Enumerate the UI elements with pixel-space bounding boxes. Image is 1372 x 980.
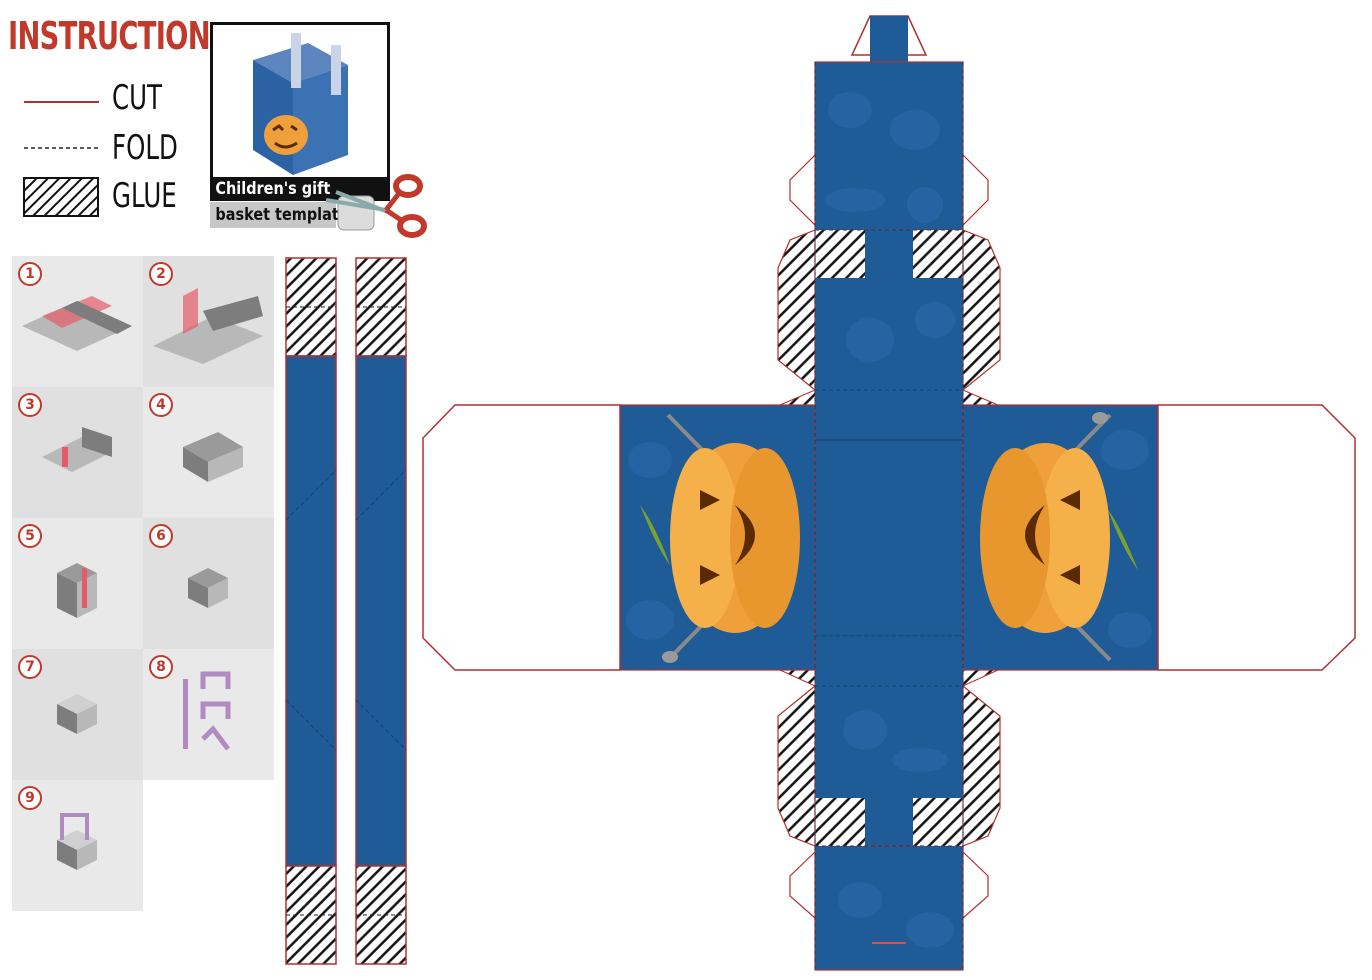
step-illustration bbox=[22, 296, 132, 351]
step-1: 1 bbox=[12, 256, 143, 387]
step-number: 6 bbox=[149, 524, 173, 548]
step-number: 8 bbox=[149, 655, 173, 679]
fold-line-icon bbox=[24, 147, 99, 149]
flap-left bbox=[422, 404, 621, 671]
step-8: 8 bbox=[143, 649, 274, 780]
step-6: 6 bbox=[143, 518, 274, 649]
legend-glue-label: GLUE bbox=[112, 176, 177, 216]
preview-caption-line1: Children's gift bbox=[215, 179, 331, 199]
legend-fold-label: FOLD bbox=[112, 128, 178, 168]
step-illustration bbox=[183, 432, 243, 482]
step-illustration bbox=[57, 563, 97, 618]
legend-cut: CUT bbox=[22, 78, 202, 122]
glue-hatch-icon bbox=[23, 177, 99, 217]
step-7: 7 bbox=[12, 649, 143, 780]
step-9: 9 bbox=[12, 780, 143, 911]
pumpkin-right bbox=[980, 412, 1138, 662]
legend-cut-label: CUT bbox=[112, 78, 162, 118]
step-number: 9 bbox=[18, 786, 42, 810]
step-illustration bbox=[188, 568, 228, 608]
cut-line-icon bbox=[24, 101, 99, 103]
step-illustration bbox=[57, 813, 97, 870]
pumpkin-left bbox=[640, 413, 800, 663]
panel-bottom-outer bbox=[814, 845, 964, 971]
scissors-icon bbox=[325, 174, 427, 238]
instruction-title: INSTRUCTION bbox=[8, 14, 211, 58]
step-number: 2 bbox=[149, 262, 173, 286]
step-number: 4 bbox=[149, 393, 173, 417]
legend-glue: GLUE bbox=[22, 176, 202, 220]
handle-strip-2 bbox=[355, 257, 407, 965]
preview-caption-line2: basket template bbox=[215, 205, 349, 225]
panel-bottom-base bbox=[814, 439, 964, 637]
panel-bottom-side bbox=[815, 636, 963, 686]
preview-image bbox=[210, 22, 390, 200]
handle-strip-1 bbox=[285, 257, 337, 965]
handle-strips bbox=[285, 257, 407, 965]
step-2: 2 bbox=[143, 256, 274, 387]
panel-top-side bbox=[815, 390, 963, 440]
caption-bg-2 bbox=[210, 202, 336, 228]
step-5: 5 bbox=[12, 518, 143, 649]
step-number: 5 bbox=[18, 524, 42, 548]
step-number: 3 bbox=[18, 393, 42, 417]
step-illustration bbox=[153, 288, 263, 364]
step-4: 4 bbox=[143, 387, 274, 518]
step-illustration bbox=[183, 671, 231, 751]
step-illustration bbox=[42, 427, 112, 472]
step-3: 3 bbox=[12, 387, 143, 518]
legend-fold: FOLD bbox=[22, 128, 202, 172]
step-number: 1 bbox=[18, 262, 42, 286]
steps-panel: 1 2 3 4 5 6 7 8 9 bbox=[12, 256, 274, 916]
step-illustration bbox=[57, 694, 97, 734]
basket-preview-illustration bbox=[253, 33, 348, 175]
flap-right bbox=[1157, 404, 1356, 671]
step-number: 7 bbox=[18, 655, 42, 679]
